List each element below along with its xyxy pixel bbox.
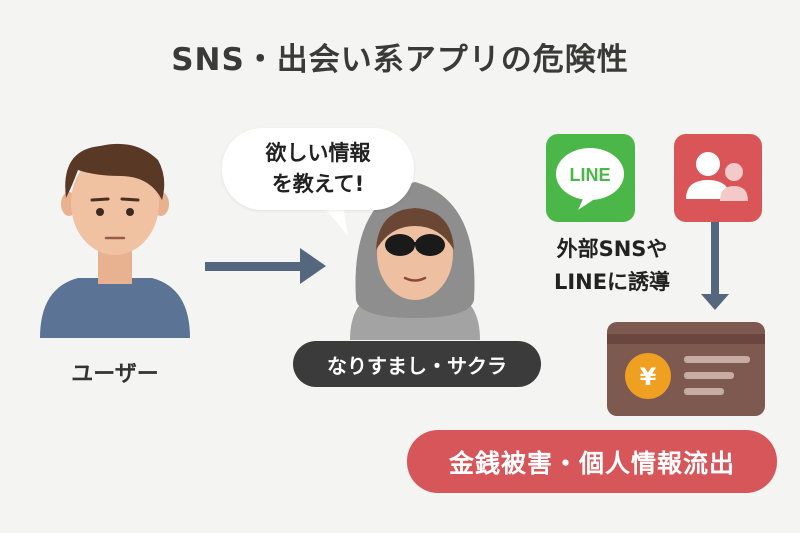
arrow-right-icon	[205, 248, 326, 284]
arrow-down-icon	[701, 222, 729, 310]
scammer-label: なりすまし・サクラ	[293, 341, 541, 387]
damage-result-label: 金銭被害・個人情報流出	[407, 430, 777, 493]
yen-symbol: ¥	[640, 363, 657, 391]
people-group-icon	[674, 134, 762, 222]
line-app-icon-shape: LINE	[546, 134, 635, 222]
redirect-caption: 外部SNSや LINEに誘導	[553, 237, 671, 294]
bank-card-icon: ¥	[607, 322, 765, 416]
user-label: ユーザー	[71, 362, 159, 387]
page-title: SNS・出会い系アプリの危険性	[171, 42, 629, 78]
line-logo-text: LINE	[569, 165, 610, 185]
scammer-avatar	[350, 182, 480, 340]
speech-bubble-text: 欲しい情報 を教えて!	[265, 141, 371, 196]
user-avatar	[40, 143, 190, 338]
speech-bubble: 欲しい情報 を教えて!	[222, 128, 414, 210]
